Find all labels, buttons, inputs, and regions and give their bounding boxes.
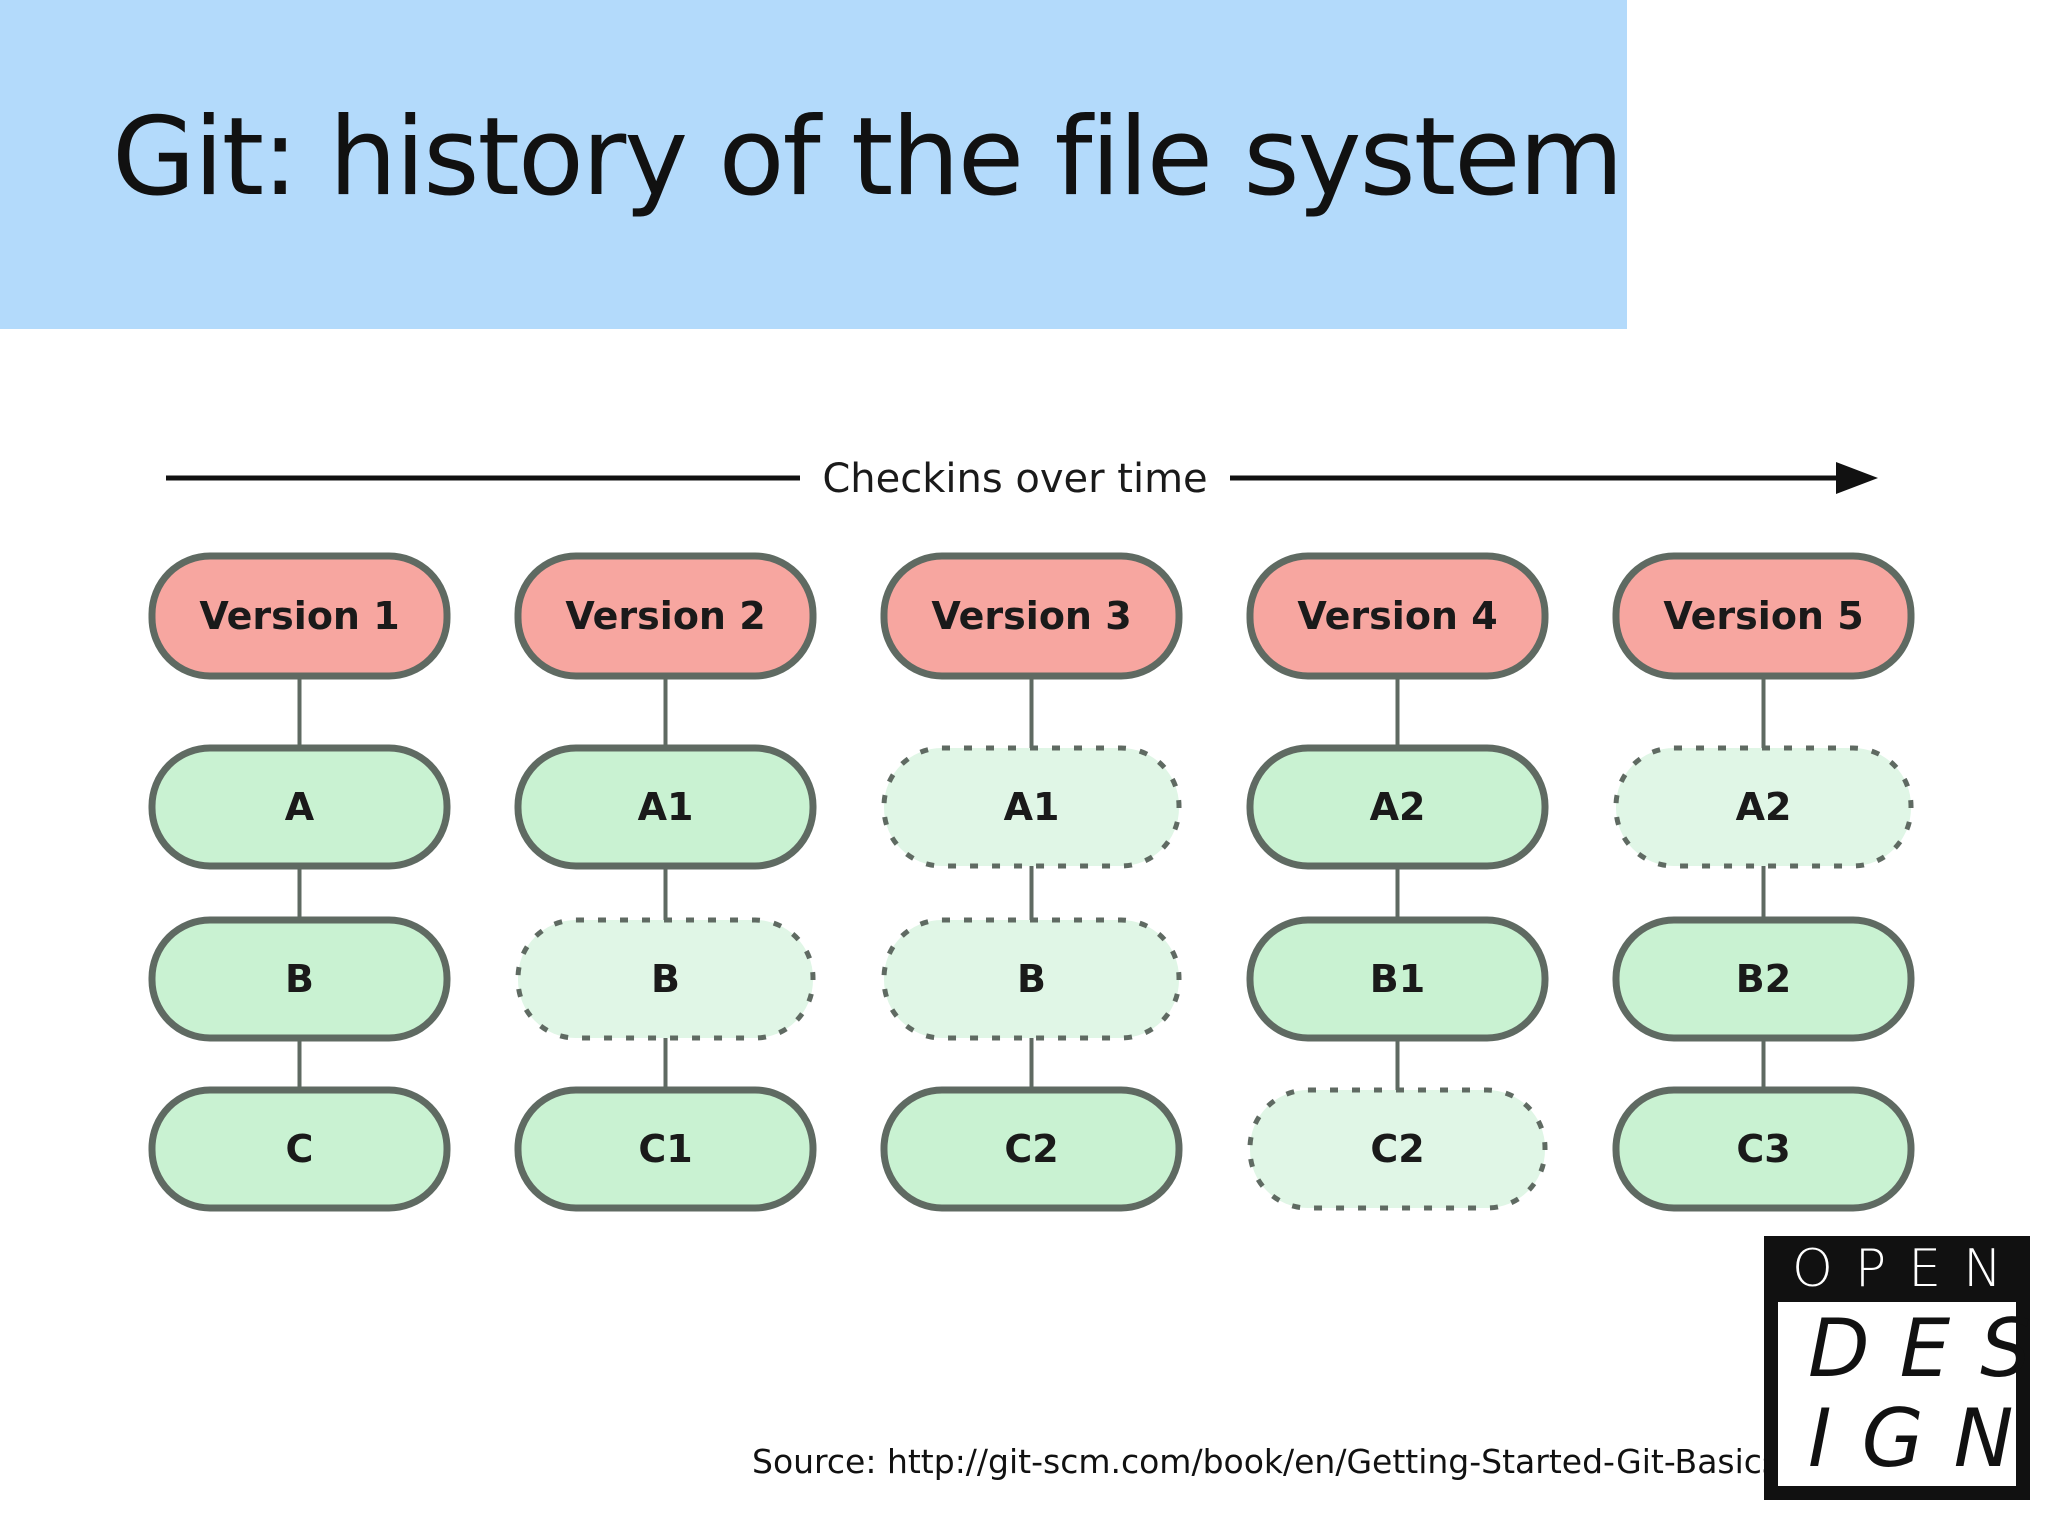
file-label: C3: [1736, 1127, 1790, 1171]
logo-inner-panel: DES IGN: [1778, 1302, 2048, 1486]
file-label: B1: [1370, 957, 1425, 1001]
logo-text-ign: IGN: [1808, 1392, 2044, 1485]
slide-title: Git: history of the file system: [112, 95, 1624, 220]
file-label: A1: [1004, 785, 1060, 829]
file-snapshot-box: [1612, 1086, 1915, 1212]
version-label: Version 2: [565, 594, 765, 638]
file-label: C: [286, 1127, 314, 1171]
file-snapshot-box: [1246, 744, 1549, 870]
file-snapshot-box: [514, 1086, 817, 1212]
file-snapshot-box: [148, 744, 451, 870]
file-label: B: [285, 957, 314, 1001]
version-column: Version 2 A1B C1: [514, 552, 817, 1212]
timeline-axis: Checkins over time: [166, 456, 1878, 502]
file-label: B: [651, 957, 680, 1001]
timeline-label: Checkins over time: [822, 456, 1207, 502]
file-snapshot-box: [1246, 916, 1549, 1042]
source-citation: Source: http://git-scm.com/book/en/Getti…: [752, 1442, 1780, 1481]
version-label: Version 4: [1297, 594, 1497, 638]
file-label: B: [1017, 957, 1046, 1001]
file-snapshot-box: [148, 1086, 451, 1212]
file-snapshot-box: [880, 1086, 1183, 1212]
file-label: C1: [638, 1127, 692, 1171]
file-label: C2: [1370, 1127, 1424, 1171]
file-snapshot-box: [1612, 916, 1915, 1042]
file-label: C2: [1004, 1127, 1058, 1171]
version-box: [1612, 552, 1915, 680]
version-label: Version 3: [931, 594, 1131, 638]
logo-text-open: OPEN: [1791, 1239, 2025, 1299]
file-reference-box: [881, 917, 1182, 1041]
version-box: [880, 552, 1183, 680]
file-snapshot-box: [148, 916, 451, 1042]
file-reference-box: [1613, 745, 1914, 869]
version-label: Version 5: [1663, 594, 1863, 638]
file-reference-box: [881, 745, 1182, 869]
version-label: Version 1: [199, 594, 399, 638]
timeline-arrowhead: [1836, 462, 1878, 494]
file-label: A1: [638, 785, 694, 829]
file-label: A2: [1370, 785, 1426, 829]
file-label: A: [285, 785, 315, 829]
open-design-logo: OPEN DES IGN: [1764, 1236, 2048, 1500]
version-column: Version 3 A1B C2: [880, 552, 1183, 1212]
file-label: A2: [1736, 785, 1792, 829]
file-label: B2: [1736, 957, 1791, 1001]
version-box: [1246, 552, 1549, 680]
file-reference-box: [515, 917, 816, 1041]
file-snapshot-box: [514, 744, 817, 870]
version-column: Version 1 A B C: [148, 552, 451, 1212]
logo-text-des: DES: [1808, 1302, 2048, 1395]
title-band: Git: history of the file system: [0, 0, 1627, 329]
version-box: [148, 552, 451, 680]
version-box: [514, 552, 817, 680]
file-reference-box: [1247, 1087, 1548, 1211]
version-columns: Version 1 A B C Version 2 A1B C1 Version 3 A1B C2…: [148, 552, 1915, 1212]
